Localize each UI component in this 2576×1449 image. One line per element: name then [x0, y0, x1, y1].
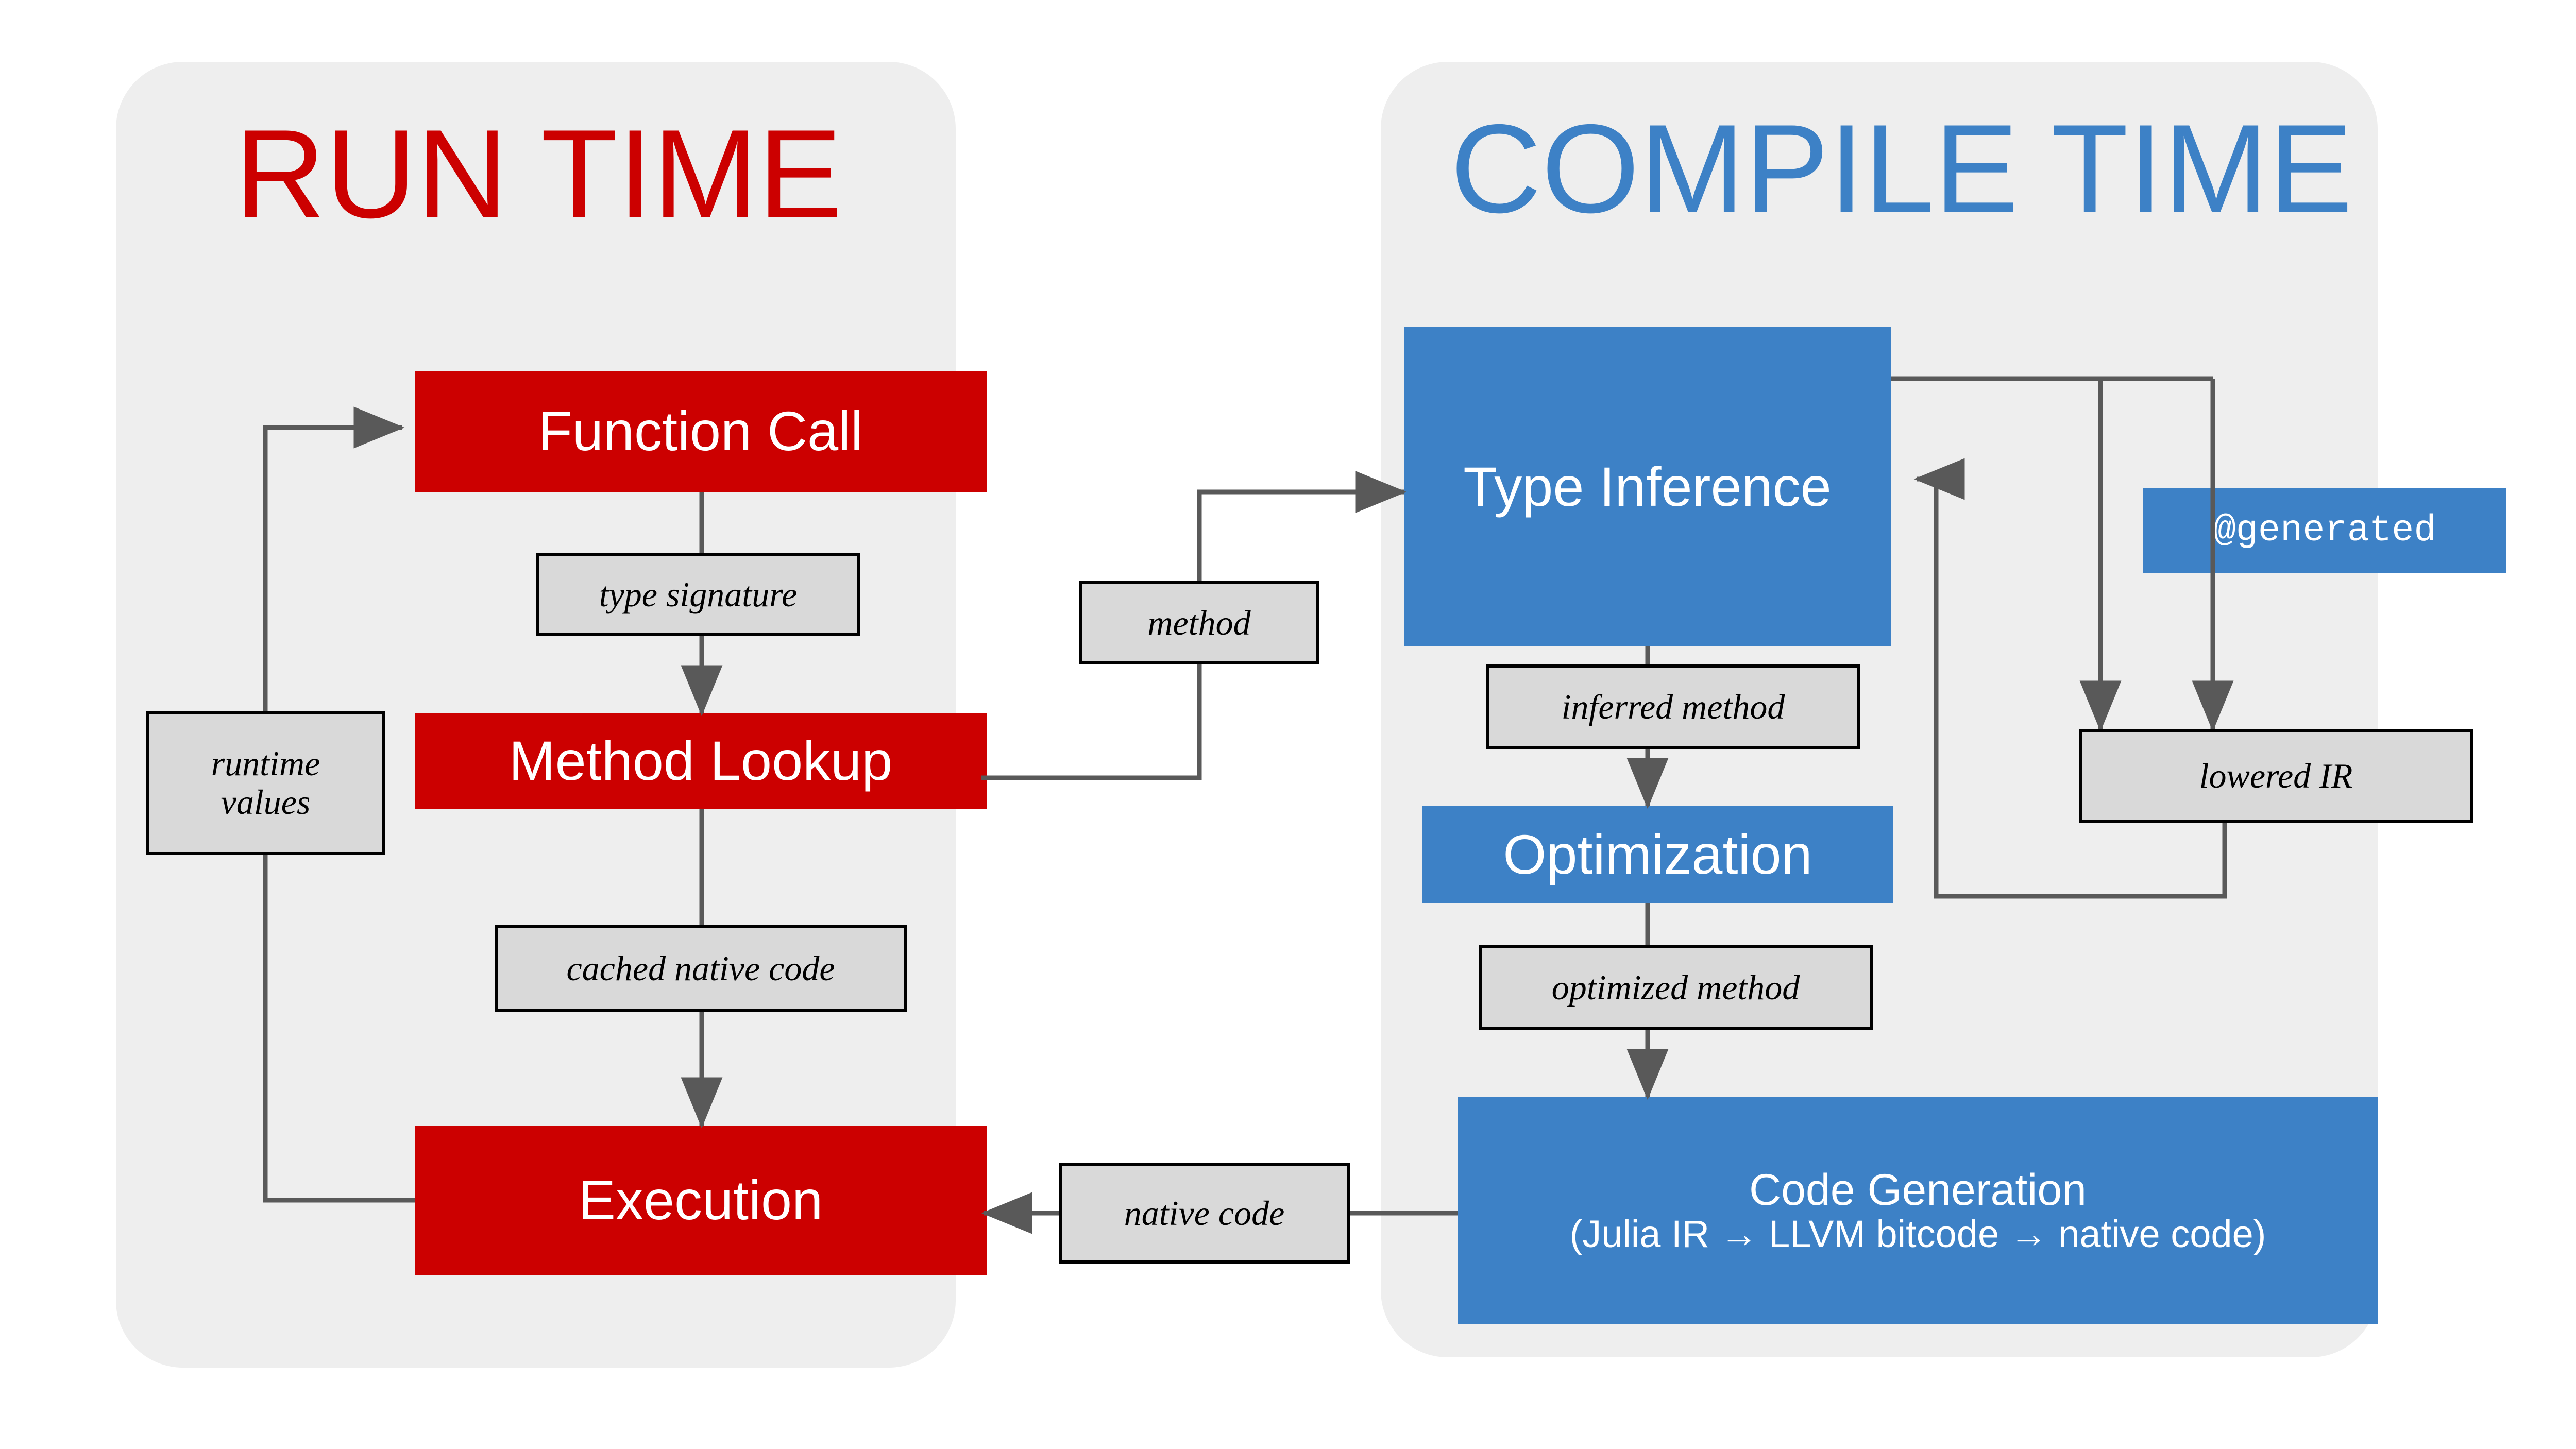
code-generation-title: Code Generation [1749, 1165, 2087, 1215]
wire-method-to-typeinference [1197, 471, 1407, 581]
wire-methodlookup-to-method [981, 664, 1202, 780]
code-generation-subtitle: (Julia IR → LLVM bitcode → native code) [1569, 1213, 2266, 1256]
node-type-inference[interactable]: Type Inference [1404, 327, 1891, 646]
label-cached-native-code: cached native code [495, 925, 907, 1012]
node-execution[interactable]: Execution [415, 1126, 987, 1275]
node-function-call[interactable]: Function Call [415, 371, 987, 492]
node-code-generation[interactable]: Code Generation (Julia IR → LLVM bitcode… [1458, 1097, 2378, 1324]
node-generated-macro[interactable]: @generated [2143, 488, 2506, 573]
label-optimized-method: optimized method [1479, 945, 1873, 1030]
label-lowered-ir: lowered IR [2079, 729, 2473, 823]
label-method: method [1079, 581, 1319, 664]
runtime-panel-title: RUN TIME [234, 103, 842, 244]
label-runtime-values-line1: runtime [211, 744, 320, 783]
label-runtime-values: runtime values [146, 711, 385, 855]
label-runtime-values-line2: values [221, 782, 311, 822]
wire-loweredir-to-typeinference [1913, 458, 2227, 899]
wire-runtimevalues-to-functioncall [263, 406, 405, 711]
node-optimization[interactable]: Optimization [1422, 806, 1893, 903]
compiletime-panel-title: COMPILE TIME [1450, 98, 2353, 239]
label-inferred-method: inferred method [1486, 664, 1860, 749]
node-method-lookup[interactable]: Method Lookup [415, 713, 987, 809]
label-native-code: native code [1059, 1163, 1350, 1264]
label-type-signature: type signature [536, 553, 860, 636]
wire-execution-to-runtimevalues [263, 855, 415, 1203]
